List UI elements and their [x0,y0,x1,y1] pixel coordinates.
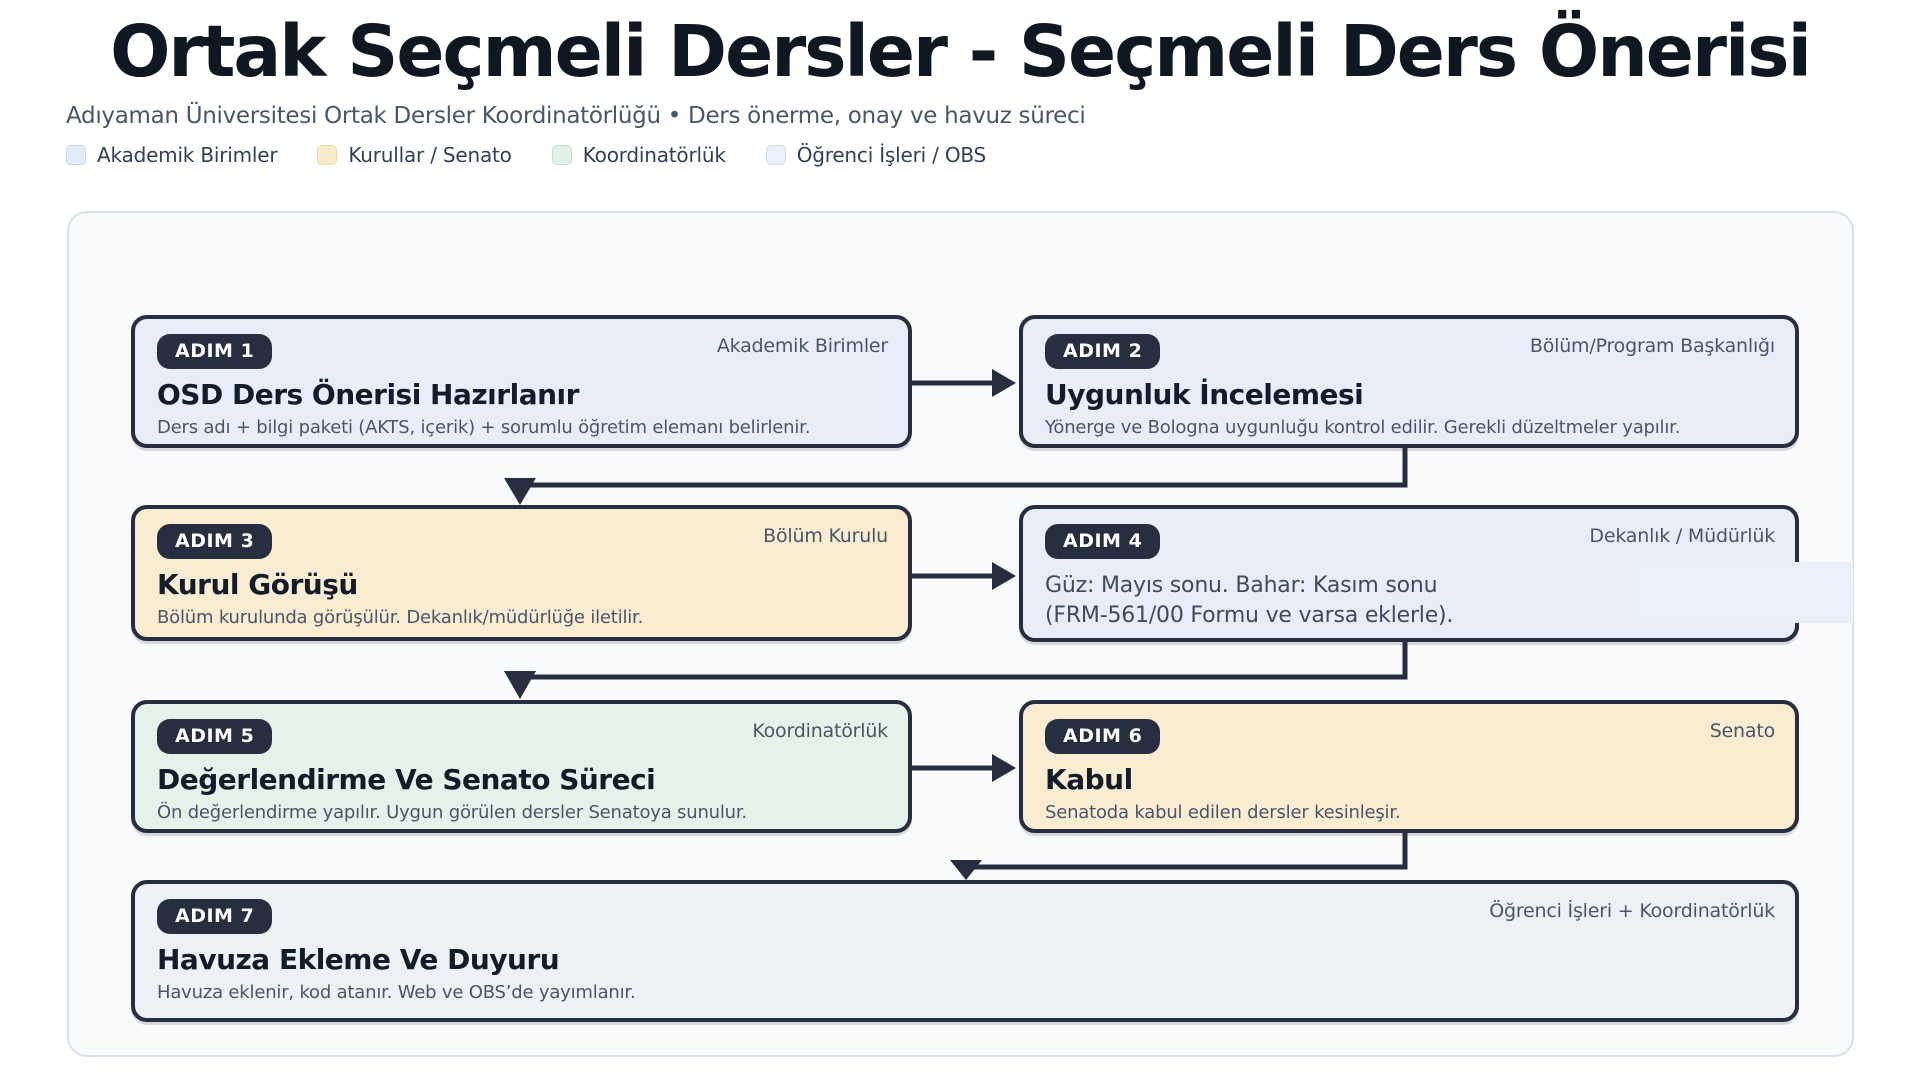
step-4-deadline-text: Güz: Mayıs sonu. Bahar: Kasım sonu (FRM-… [1045,571,1775,630]
step-4-deadline-line2: (FRM-561/00 Formu ve varsa eklerle). [1045,602,1454,628]
page-subtitle: Adıyaman Üniversitesi Ortak Dersler Koor… [66,103,1086,130]
page-header: Ortak Seçmeli Dersler - Seçmeli Ders Öne… [0,0,1920,167]
step-3-title: Kurul Görüşü [157,568,358,601]
step-4-actor: Dekanlık / Müdürlük [1589,525,1775,547]
legend-item-kurullar-senato: Kurullar / Senato [317,143,512,168]
step-5-desc: Ön değerlendirme yapılır. Uygun görülen … [157,802,747,823]
legend-label: Kurullar / Senato [348,143,512,168]
step-4-box: ADIM 4 Dekanlık / Müdürlük Güz: Mayıs so… [1019,505,1799,642]
step-7-title: Havuza Ekleme Ve Duyuru [157,943,560,976]
step-3-badge: ADIM 3 [157,524,273,559]
step-1-desc: Ders adı + bilgi paketi (AKTS, içerik) +… [157,417,811,438]
step-2-badge: ADIM 2 [1045,334,1161,369]
legend-swatch-ogrenci-isleri-obs [765,145,786,166]
page-title: Ortak Seçmeli Dersler - Seçmeli Ders Öne… [110,10,1812,93]
step-6-actor: Senato [1709,720,1776,742]
legend-swatch-koordinatorluk [551,145,572,166]
legend-label: Koordinatörlük [582,143,726,168]
legend-swatch-kurullar-senato [317,145,338,166]
step-5-title: Değerlendirme Ve Senato Süreci [157,763,656,796]
legend-swatch-akademik-birimler [66,145,86,166]
step-4-badge: ADIM 4 [1045,524,1161,559]
step-7-desc: Havuza eklenir, kod atanır. Web ve OBS’d… [157,982,636,1003]
legend-label: Öğrenci İşleri / OBS [796,143,987,168]
legend: Akademik Birimler Kurullar / Senato Koor… [66,143,1920,167]
legend-label: Akademik Birimler [97,143,278,168]
step-4-deadline-line1: Güz: Mayıs sonu. Bahar: Kasım sonu [1045,573,1438,598]
step-2-title: Uygunluk İncelemesi [1045,378,1364,411]
step-7-actor: Öğrenci İşleri + Koordinatörlük [1489,900,1775,922]
step-5-box: ADIM 5 Koordinatörlük Değerlendirme Ve S… [131,700,912,833]
step-2-actor: Bölüm/Program Başkanlığı [1529,335,1775,357]
step-5-actor: Koordinatörlük [752,720,888,742]
step-6-badge: ADIM 6 [1045,719,1161,754]
legend-item-koordinatorluk: Koordinatörlük [551,143,726,168]
step-3-desc: Bölüm kurulunda görüşülür. Dekanlık/müdü… [157,607,644,628]
step-2-box: ADIM 2 Bölüm/Program Başkanlığı Uygunluk… [1019,315,1799,448]
legend-item-ogrenci-isleri-obs: Öğrenci İşleri / OBS [765,143,987,168]
step-7-badge: ADIM 7 [157,899,273,934]
step-3-box: ADIM 3 Bölüm Kurulu Kurul Görüşü Bölüm k… [131,505,912,641]
step-5-badge: ADIM 5 [157,719,273,754]
step-1-badge: ADIM 1 [157,334,273,369]
step-1-box: ADIM 1 Akademik Birimler OSD Ders Öneris… [131,315,912,448]
step-6-desc: Senatoda kabul edilen dersler kesinleşir… [1045,802,1401,823]
step-1-actor: Akademik Birimler [716,335,888,357]
legend-item-akademik-birimler: Akademik Birimler [66,143,278,168]
step-2-desc: Yönerge ve Bologna uygunluğu kontrol edi… [1045,417,1681,438]
step-1-title: OSD Ders Önerisi Hazırlanır [157,378,579,411]
step-7-box: ADIM 7 Öğrenci İşleri + Koordinatörlük H… [131,880,1799,1022]
step-6-title: Kabul [1045,763,1133,796]
step-4-highlight [1640,562,1853,623]
step-6-box: ADIM 6 Senato Kabul Senatoda kabul edile… [1019,700,1799,833]
step-3-actor: Bölüm Kurulu [763,525,888,547]
